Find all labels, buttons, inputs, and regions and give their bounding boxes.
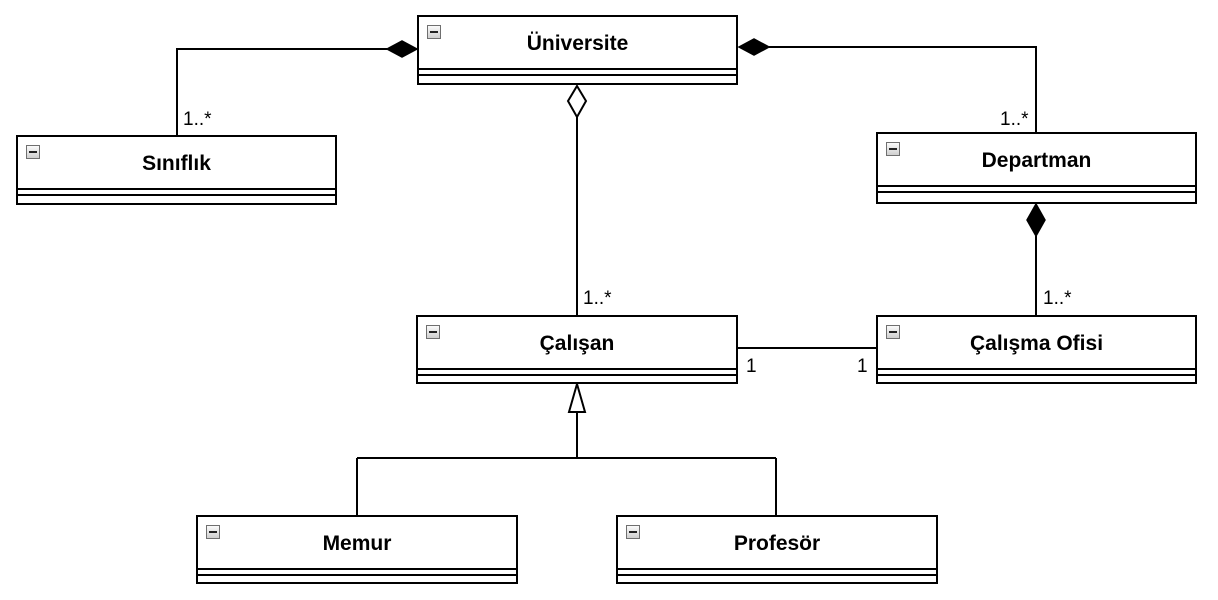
collapse-icon[interactable] [626,525,640,539]
class-name: Profesör [733,532,821,555]
multiplicity-departman: 1..* [1000,109,1029,130]
collapse-icon[interactable] [427,25,441,39]
multiplicity-office-right: 1 [857,356,868,377]
composition-line-departman [769,46,1037,132]
class-memur[interactable]: Memur [196,515,518,584]
aggregation-diamond [566,84,588,120]
attributes-compartment [419,70,736,76]
collapse-icon[interactable] [886,142,900,156]
attributes-compartment [18,190,335,196]
class-siniflik[interactable]: Sınıflık [16,135,337,205]
attributes-compartment [418,370,736,376]
attributes-compartment [878,370,1195,376]
class-name: Çalışma Ofisi [969,332,1104,355]
attributes-compartment [198,570,516,576]
collapse-icon[interactable] [426,325,440,339]
composition-diamond-siniflik [385,40,419,58]
class-name: Memur [322,532,392,555]
composition-line-siniflik [176,48,387,136]
composition-diamond-calisma-ofisi [1026,202,1046,238]
class-name: Çalışan [539,332,615,355]
attributes-compartment [618,570,936,576]
class-name: Sınıflık [142,152,211,175]
collapse-icon[interactable] [26,145,40,159]
class-departman[interactable]: Departman [876,132,1197,204]
generalization-line [356,412,777,516]
generalization-arrowhead [567,380,587,413]
class-name: Departman [981,149,1092,172]
multiplicity-office-left: 1 [746,356,757,377]
class-name: Üniversite [526,32,629,55]
class-profesor[interactable]: Profesör [616,515,938,584]
collapse-icon[interactable] [206,525,220,539]
multiplicity-calisma-ofisi: 1..* [1043,288,1072,309]
multiplicity-calisan: 1..* [583,288,612,309]
class-calisma-ofisi[interactable]: Çalışma Ofisi [876,315,1197,384]
class-calisan[interactable]: Çalışan [416,315,738,384]
attributes-compartment [878,187,1195,193]
composition-diamond-departman [737,38,771,56]
collapse-icon[interactable] [886,325,900,339]
class-universite[interactable]: Üniversite [417,15,738,85]
multiplicity-siniflik: 1..* [183,109,212,130]
